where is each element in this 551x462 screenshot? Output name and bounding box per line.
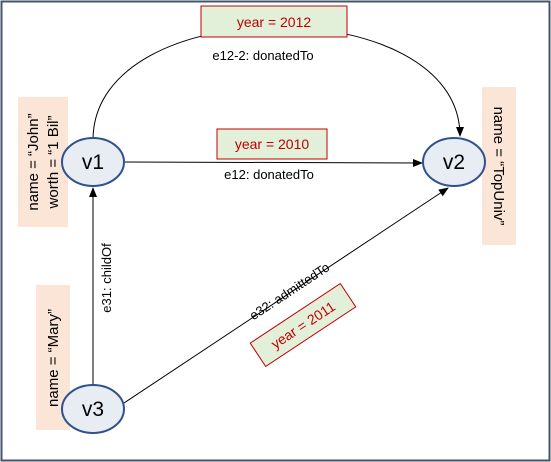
edge-label-e12: e12: donatedTo — [224, 167, 314, 182]
edge-label-e31: e31: childOf — [99, 243, 114, 313]
edge-e12-2 — [92, 26, 464, 141]
node-v1-label: v1 — [82, 151, 104, 174]
node-v3: v3 — [61, 384, 125, 434]
property-v1-name: name = “John” — [25, 113, 42, 210]
node-v1: v1 — [61, 137, 125, 187]
edge-e12 — [123, 158, 423, 167]
property-v3-name: name = “Mary” — [45, 309, 62, 407]
node-v2-label: v2 — [443, 151, 465, 174]
node-v2: v2 — [422, 137, 486, 187]
edge-e32 — [123, 187, 449, 404]
property-box-v1: name = “John” worth = “1 Bil” — [18, 97, 68, 227]
property-v2-name: name = “TopUniv” — [490, 107, 507, 226]
year-box-e12-2: year = 2012 — [200, 5, 348, 38]
property-box-v2: name = “TopUniv” — [482, 87, 516, 245]
year-text-e12-2: year = 2012 — [237, 14, 312, 30]
edge-label-e12-2: e12-2: donatedTo — [212, 48, 313, 63]
year-box-e12: year = 2010 — [216, 128, 328, 160]
property-box-v3: name = “Mary” — [36, 285, 70, 430]
node-v3-label: v3 — [82, 398, 104, 421]
property-v1-worth: worth = “1 Bil” — [45, 116, 62, 210]
year-box-e32: year = 2011 — [249, 282, 357, 368]
year-text-e12: year = 2010 — [235, 136, 310, 152]
